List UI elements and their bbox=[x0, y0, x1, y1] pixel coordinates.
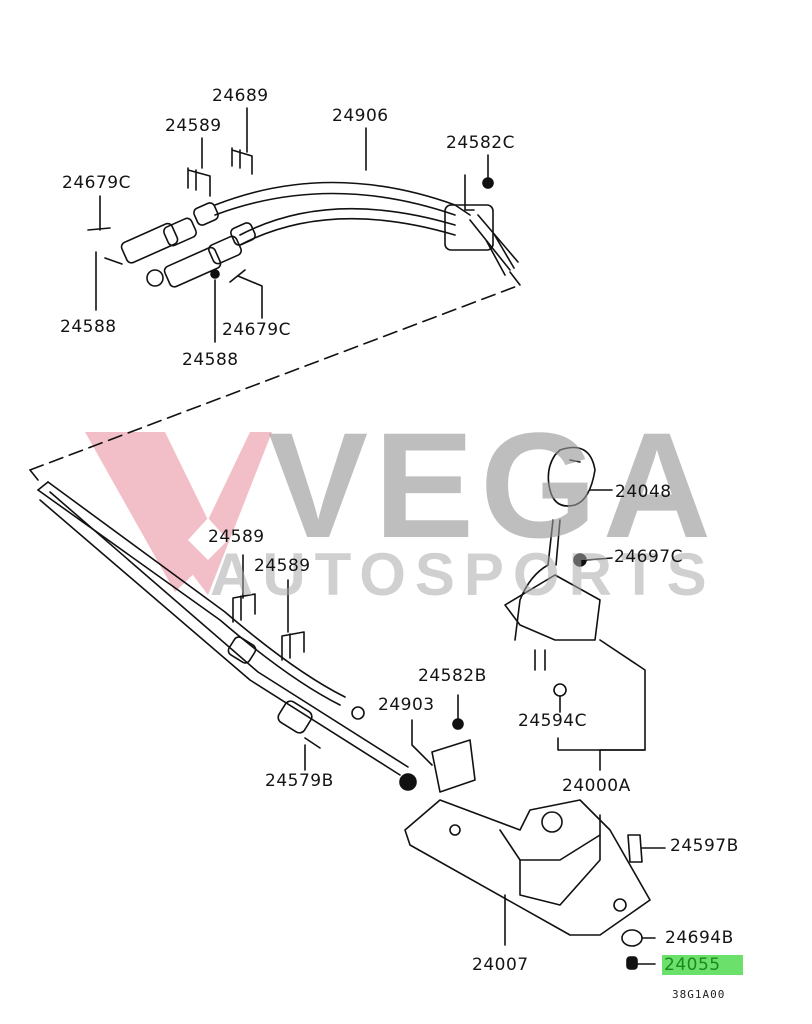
part-label-24589[interactable]: 24589 bbox=[165, 116, 222, 136]
part-label-24582b[interactable]: 24582B bbox=[418, 666, 487, 686]
watermark-subtitle: AUTOSPORTS bbox=[210, 541, 716, 608]
part-label-24588[interactable]: 24588 bbox=[60, 317, 117, 337]
part-label-24007[interactable]: 24007 bbox=[472, 955, 529, 975]
part-label-24594c[interactable]: 24594C bbox=[518, 711, 587, 731]
part-label-24679c[interactable]: 24679C bbox=[62, 173, 131, 193]
part-label-24582c[interactable]: 24582C bbox=[446, 133, 515, 153]
watermark-brand: VEGA bbox=[268, 401, 718, 569]
part-label-24697c[interactable]: 24697C bbox=[614, 547, 683, 567]
part-label-24589[interactable]: 24589 bbox=[254, 556, 311, 576]
part-label-24589[interactable]: 24589 bbox=[208, 527, 265, 547]
part-label-24906[interactable]: 24906 bbox=[332, 106, 389, 126]
part-label-24000a[interactable]: 24000A bbox=[562, 776, 631, 796]
part-label-24903[interactable]: 24903 bbox=[378, 695, 435, 715]
part-label-24694b[interactable]: 24694B bbox=[665, 928, 734, 948]
part-label-24689[interactable]: 24689 bbox=[212, 86, 269, 106]
part-label-24597b[interactable]: 24597B bbox=[670, 836, 739, 856]
figure-code: 38G1A00 bbox=[672, 988, 726, 1001]
part-label-24048[interactable]: 24048 bbox=[615, 482, 672, 502]
shift-knob bbox=[547, 446, 596, 507]
vega-logo-icon bbox=[85, 432, 272, 595]
upper-cable bbox=[214, 181, 471, 216]
base-plate bbox=[404, 799, 651, 936]
part-label-24588[interactable]: 24588 bbox=[182, 350, 239, 370]
part-label-24055-highlighted[interactable]: 24055 bbox=[662, 955, 743, 975]
part-label-24579b[interactable]: 24579B bbox=[265, 771, 334, 791]
part-label-24679c[interactable]: 24679C bbox=[222, 320, 291, 340]
